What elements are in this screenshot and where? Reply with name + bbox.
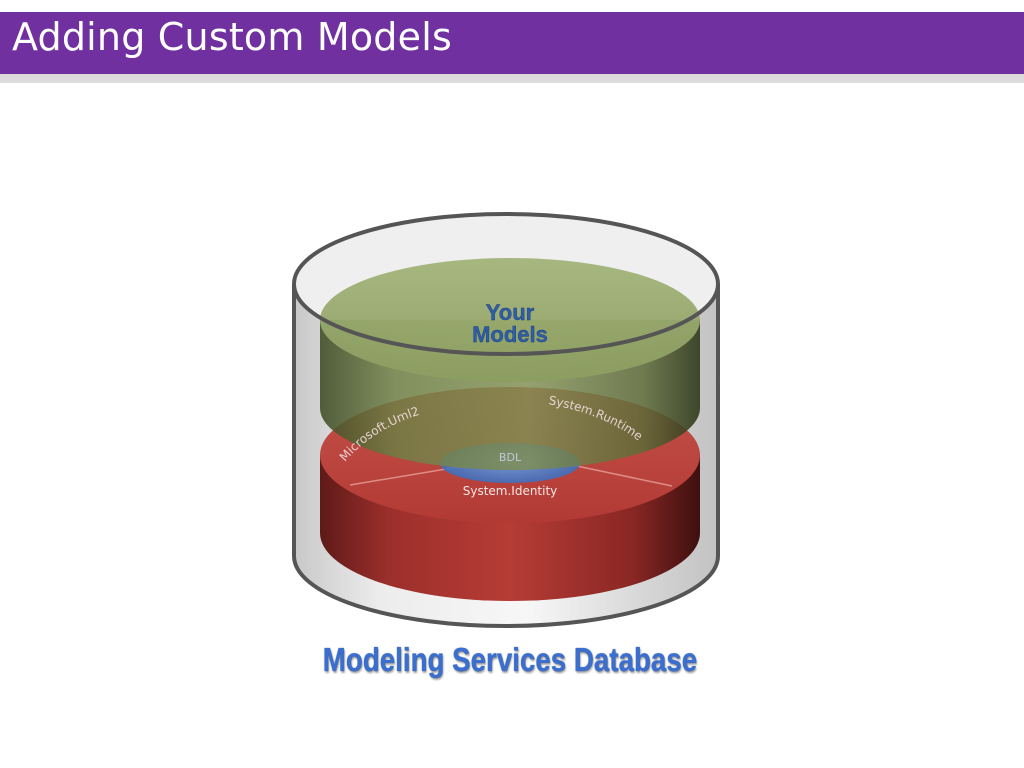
bdl-label: BDL: [499, 451, 522, 464]
your-models-label-line1: Your: [486, 300, 535, 325]
your-models-layer: [320, 258, 700, 470]
slide-title: Adding Custom Models: [12, 15, 452, 59]
segment-label-identity: System.Identity: [463, 484, 558, 498]
your-models-label-line2: Models: [472, 322, 548, 347]
title-underline: [0, 74, 1024, 83]
title-bar: [0, 12, 1024, 74]
container-rim: [292, 283, 720, 356]
database-caption: Modeling Services Database: [322, 641, 698, 678]
